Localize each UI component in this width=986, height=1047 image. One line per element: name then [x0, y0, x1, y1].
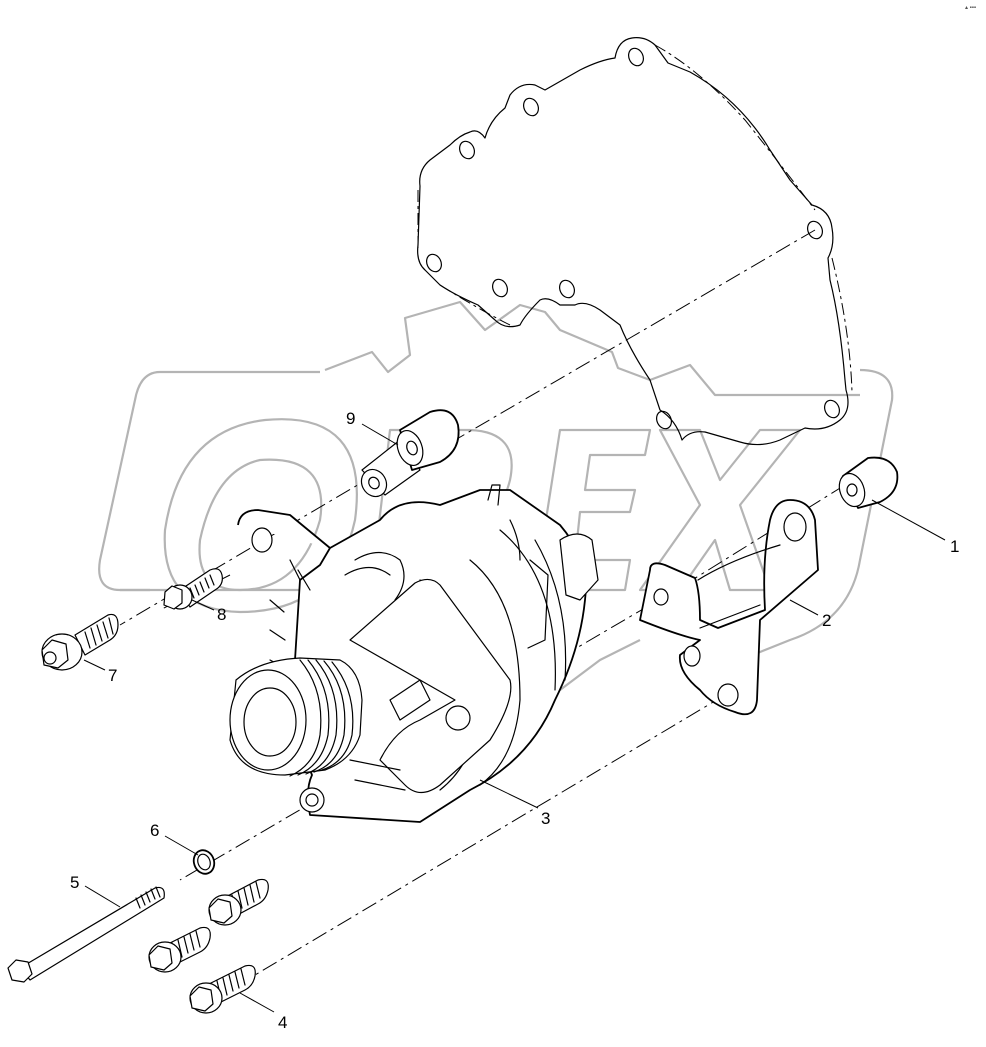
- callout-2: 2: [822, 611, 832, 630]
- callout-4: 4: [278, 1013, 288, 1032]
- part-4-flange-bolts: [148, 878, 269, 1014]
- callout-3: 3: [541, 809, 551, 828]
- leader-lines: [83, 423, 946, 1013]
- part-2-bracket: [639, 499, 819, 716]
- callout-1: 1: [950, 537, 960, 556]
- callout-5: 5: [70, 873, 80, 892]
- corner-mark: ▴ ▪▪▪: [964, 5, 976, 11]
- part-5-through-bolt: [7, 886, 165, 983]
- callout-7: 7: [108, 666, 118, 685]
- part-3-alternator: [229, 484, 599, 823]
- part-9-stepped-bushing: [360, 409, 460, 498]
- part-6-washer: [192, 849, 216, 875]
- callout-8: 8: [217, 605, 227, 624]
- cover-gasket: [417, 37, 853, 446]
- part-8-flange-bolt: [163, 568, 223, 610]
- callout-9: 9: [346, 409, 356, 428]
- part-1-bushing: [838, 456, 899, 509]
- part-7-flange-bolt: [41, 613, 119, 671]
- callout-6: 6: [150, 821, 160, 840]
- pulley-grooves: [289, 659, 354, 777]
